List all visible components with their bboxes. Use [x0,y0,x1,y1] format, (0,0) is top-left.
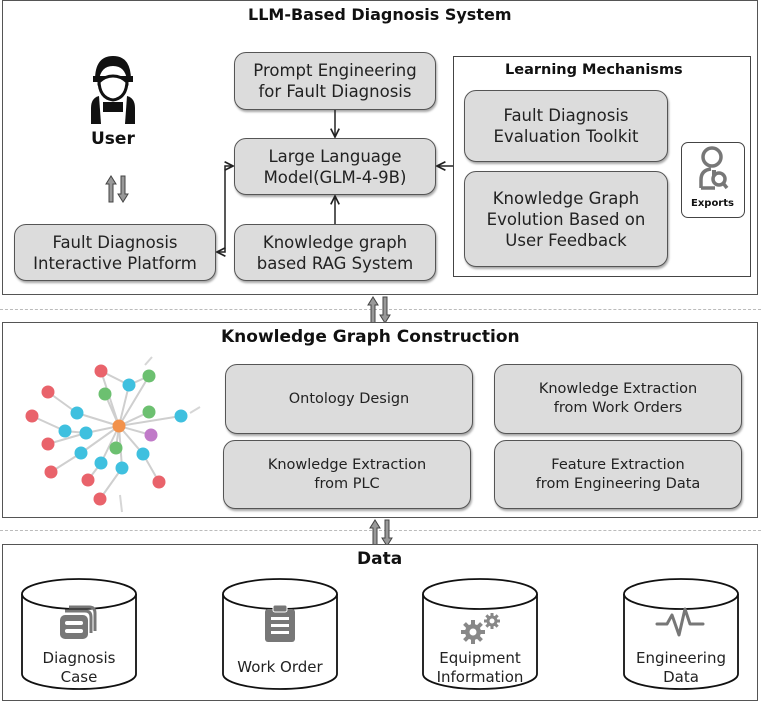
graph-node-red [152,475,166,489]
prompt-engineering-box: Prompt Engineering for Fault Diagnosis [234,52,436,110]
graph-node-blue [74,446,88,460]
graph-node-red [41,385,55,399]
pulse-icon [655,607,705,637]
graph-node-red [81,473,95,487]
rag-system-box: Knowledge graph based RAG System [234,224,436,281]
bidirectional-arrow-icon [369,519,393,547]
kg-section-title: Knowledge Graph Construction [221,327,520,347]
learning-mechanisms-title: Learning Mechanisms [505,62,683,78]
graph-node-red [41,437,55,451]
data-section-title: Data [357,549,403,569]
section-divider [0,309,761,310]
documents-icon [60,605,97,639]
graph-node-blue [94,456,108,470]
evaluation-toolkit-box: Fault Diagnosis Evaluation Toolkit [464,90,668,162]
graph-edge [118,384,130,427]
bidirectional-arrow-icon [367,296,391,324]
graph-edge [118,375,150,427]
kg-box-ontology-design: Ontology Design [225,364,473,434]
kg-evolution-box: Knowledge Graph Evolution Based on User … [464,171,668,267]
data-store-label: Diagnosis Case [42,649,116,686]
graph-node-green [98,387,112,401]
graph-node-blue [174,409,188,423]
graph-node-blue [136,447,150,461]
graph-node-red [44,465,58,479]
kg-box-feature-extraction: Feature Extraction from Engineering Data [494,440,742,509]
graph-edge [80,425,120,454]
graph-node-orange [112,419,126,433]
section-divider [0,530,761,531]
data-store-label: Equipment Information [436,649,524,686]
graph-node-blue [122,378,136,392]
graph-edge [76,412,120,427]
data-store-label: Work Order [237,658,323,676]
expert-search-icon [699,146,729,190]
fault-diagnosis-platform-box: Fault Diagnosis Interactive Platform [14,224,216,281]
graph-node-purple [144,428,158,442]
graph-node-red [93,492,107,506]
data-store-label: Engineering Data [636,649,726,686]
graph-node-red [94,364,108,378]
clipboard-icon [265,604,295,642]
user-icon [91,56,135,124]
graph-node-blue [70,406,84,420]
gears-icon [461,613,500,644]
arrow-platform-llm [217,166,233,252]
graph-edge [47,432,87,445]
graph-node-blue [115,461,129,475]
graph-node-green [142,405,156,419]
graph-node-green [109,441,123,455]
graph-edge [189,406,201,414]
llm-section-title: LLM-Based Diagnosis System [248,5,512,24]
graph-edge [119,494,123,513]
bidirectional-arrow-icon [105,175,129,203]
cylinder-engineering-data [623,578,739,690]
cylinder-diagnosis-case [21,578,137,690]
kg-box-extraction-plc: Knowledge Extraction from PLC [223,440,471,509]
kg-box-extraction-work-orders: Knowledge Extraction from Work Orders [494,364,742,434]
user-label: User [91,129,135,149]
graph-edge [144,356,153,366]
graph-node-green [142,369,156,383]
graph-edge [118,415,182,427]
graph-edge [100,425,120,464]
graph-node-blue [79,426,93,440]
graph-node-blue [58,424,72,438]
knowledge-graph-visual [25,356,201,513]
graph-node-red [25,409,39,423]
experts-label: Exports [691,198,734,209]
llm-model-box: Large Language Model(GLM-4-9B) [234,138,436,195]
